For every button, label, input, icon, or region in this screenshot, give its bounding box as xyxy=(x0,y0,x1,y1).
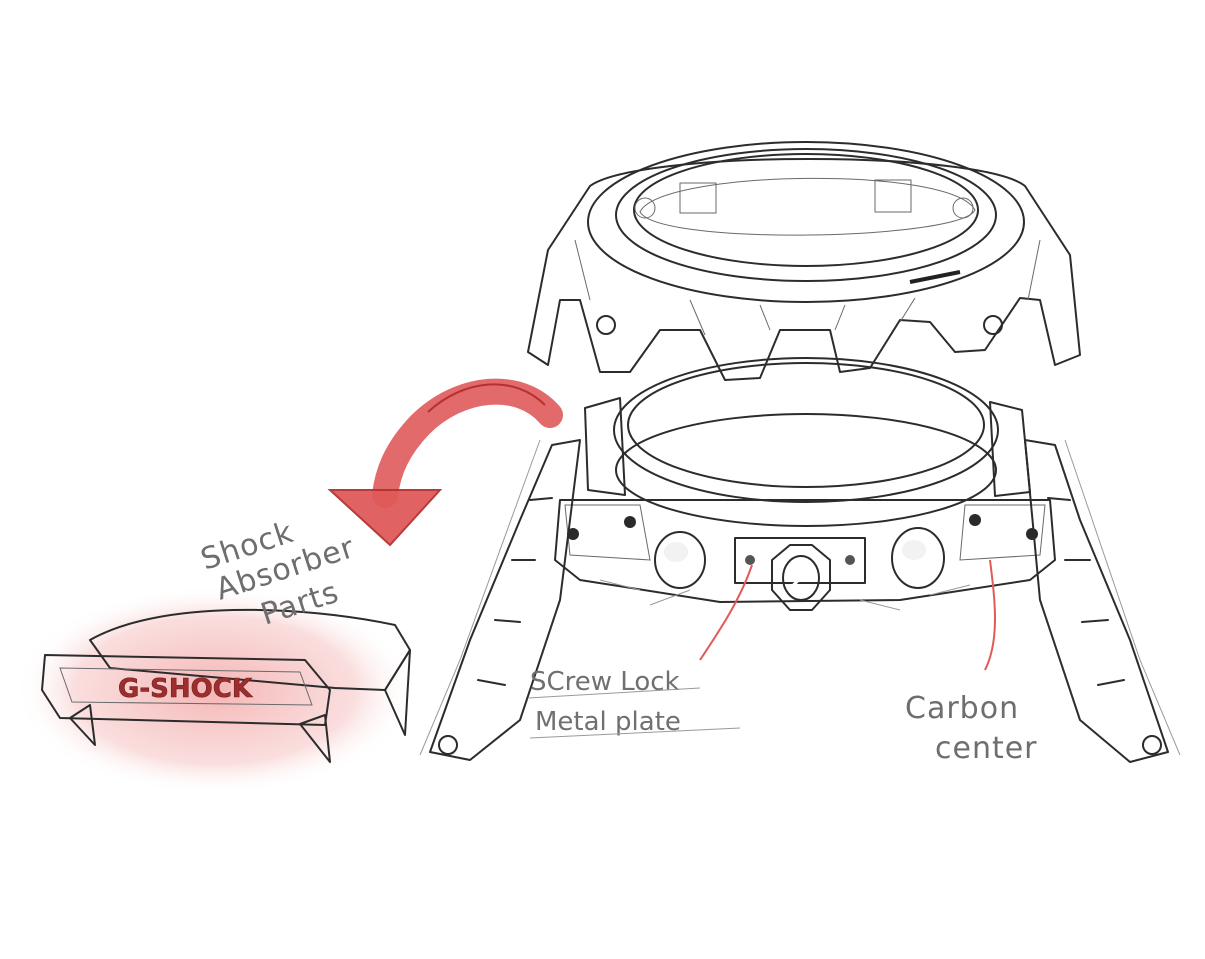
label-screw-lock: SCrew Lock Metal plate xyxy=(527,564,753,739)
curved-arrow-icon xyxy=(327,378,563,547)
case-body xyxy=(554,357,1056,611)
band-left xyxy=(419,439,581,761)
pusher-left xyxy=(654,531,706,589)
bezel-top xyxy=(527,141,1081,381)
shock-absorber-part: G-SHOCK xyxy=(15,585,415,795)
metal-plate xyxy=(734,537,866,584)
label-carbon-center: Carbon center xyxy=(905,559,1038,766)
svg-text:center: center xyxy=(935,731,1038,766)
svg-text:Carbon: Carbon xyxy=(905,691,1019,726)
crown xyxy=(771,544,831,611)
svg-text:SCrew Lock: SCrew Lock xyxy=(530,667,680,697)
glass-disc xyxy=(627,362,985,488)
red-side-left xyxy=(584,397,626,496)
band-right xyxy=(1024,439,1181,763)
g-shock-logo: G-SHOCK xyxy=(118,674,253,704)
svg-text:Metal plate: Metal plate xyxy=(535,707,681,737)
red-side-right xyxy=(989,401,1031,497)
pusher-right xyxy=(891,527,945,589)
